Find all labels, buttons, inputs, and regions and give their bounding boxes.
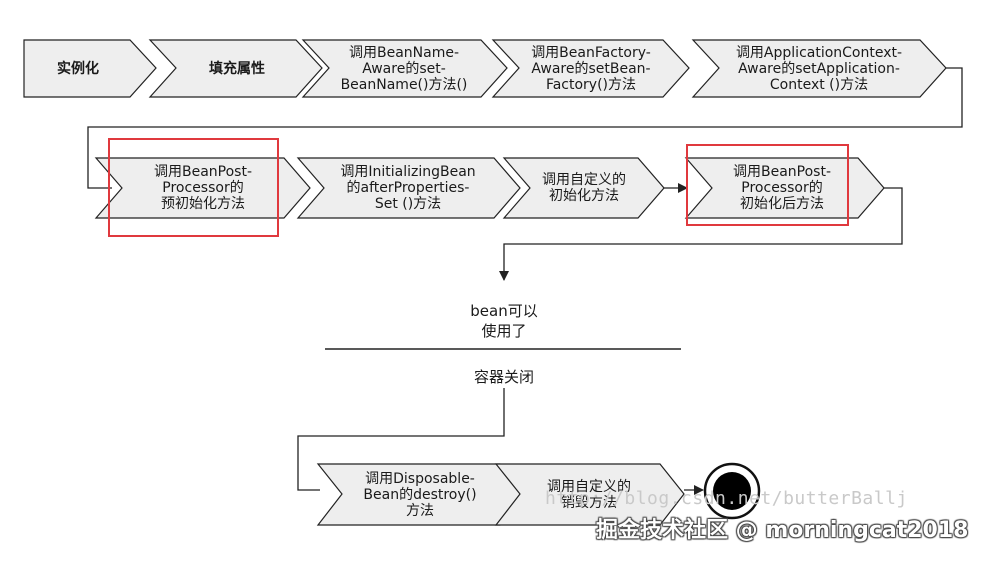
- chevron-instantiate: [23, 39, 157, 98]
- connector-row2-to-ready: [499, 187, 903, 281]
- step-label-beanfactoryaware: 调用BeanFactory- Aware的setBean- Factory()方…: [516, 40, 666, 97]
- step-label-applicationcontextaware: 调用ApplicationContext- Aware的setApplicati…: [714, 40, 924, 97]
- step-text: Set ()方法: [374, 196, 442, 212]
- step-text: 调用BeanPost-: [153, 164, 252, 180]
- state-bean-ready-line2: 使用了: [481, 322, 527, 340]
- step-label-beannameaware: 调用BeanName- Aware的set- BeanName()方法(): [326, 40, 482, 97]
- step-text: 实例化: [57, 60, 99, 77]
- connector-close-to-destroy: [297, 388, 505, 491]
- chevron-custom-init: [502, 157, 665, 219]
- step-text: Context ()方法: [769, 76, 869, 93]
- highlight-box-before-init: [108, 138, 279, 237]
- step-text: Processor的: [162, 180, 244, 196]
- step-text: Bean的destroy(): [363, 486, 477, 503]
- step-label-initializingbean: 调用InitializingBean 的afterProperties- Set…: [318, 158, 498, 218]
- step-label-disposablebean-destroy: 调用Disposable- Bean的destroy() 方法: [338, 464, 502, 525]
- chevron-initializingbean: [296, 157, 521, 219]
- step-text: Aware的set-: [362, 60, 446, 77]
- step-text: 调用BeanPost-: [732, 164, 831, 180]
- chevron-custom-destroy: [494, 463, 685, 526]
- step-text: 预初始化方法: [161, 196, 245, 212]
- step-text: Processor的: [741, 180, 823, 196]
- step-text: 方法: [406, 502, 434, 519]
- step-text: Factory()方法: [545, 76, 637, 93]
- step-label-custom-destroy: 调用自定义的 销毁方法: [516, 464, 662, 525]
- step-label-postprocessor-after-init: 调用BeanPost- Processor的 初始化后方法: [704, 158, 860, 218]
- step-text: Aware的setApplication-: [738, 60, 900, 77]
- state-bean-ready-line1: bean可以: [470, 302, 538, 320]
- step-text: BeanName()方法(): [340, 76, 468, 93]
- step-text: 调用Disposable-: [365, 470, 475, 487]
- chevron-beannameaware: [301, 39, 508, 98]
- step-text: 调用InitializingBean: [340, 164, 476, 180]
- step-text: Aware的setBean-: [531, 60, 651, 77]
- step-label-custom-init: 调用自定义的 初始化方法: [526, 158, 642, 218]
- step-text: 调用BeanName-: [348, 44, 460, 61]
- end-state-inner-dot: [713, 472, 751, 510]
- step-text: 调用自定义的: [547, 478, 631, 495]
- state-bean-ready: bean可以 使用了: [434, 301, 574, 341]
- step-text: 调用BeanFactory-: [531, 44, 651, 61]
- connector-row1-to-row2: [87, 67, 963, 189]
- step-text: 调用ApplicationContext-: [735, 44, 903, 61]
- state-container-closed: 容器关闭: [473, 368, 534, 386]
- step-label-instantiate: 实例化: [24, 40, 132, 97]
- watermark-url: http://blog.csdn.net/butterBallj: [545, 488, 908, 509]
- step-text: 初始化方法: [549, 188, 619, 204]
- step-label-populate-properties: 填充属性: [176, 40, 298, 97]
- step-text: 调用自定义的: [542, 172, 626, 188]
- chevron-postprocessor-after-init: [684, 157, 885, 219]
- step-text: 销毁方法: [561, 494, 617, 511]
- step-text: 填充属性: [209, 60, 265, 77]
- chevron-populate-properties: [148, 39, 323, 98]
- step-label-postprocessor-before-init: 调用BeanPost- Processor的 预初始化方法: [118, 158, 288, 218]
- chevron-beanfactoryaware: [491, 39, 690, 98]
- chevron-applicationcontextaware: [691, 39, 947, 98]
- step-text: 的afterProperties-: [346, 180, 470, 196]
- highlight-box-after-init: [686, 144, 849, 226]
- step-text: 初始化后方法: [740, 196, 824, 212]
- chevron-postprocessor-before-init: [94, 157, 311, 219]
- watermark-credit: 掘金技术社区 @ morningcat2018: [596, 518, 969, 543]
